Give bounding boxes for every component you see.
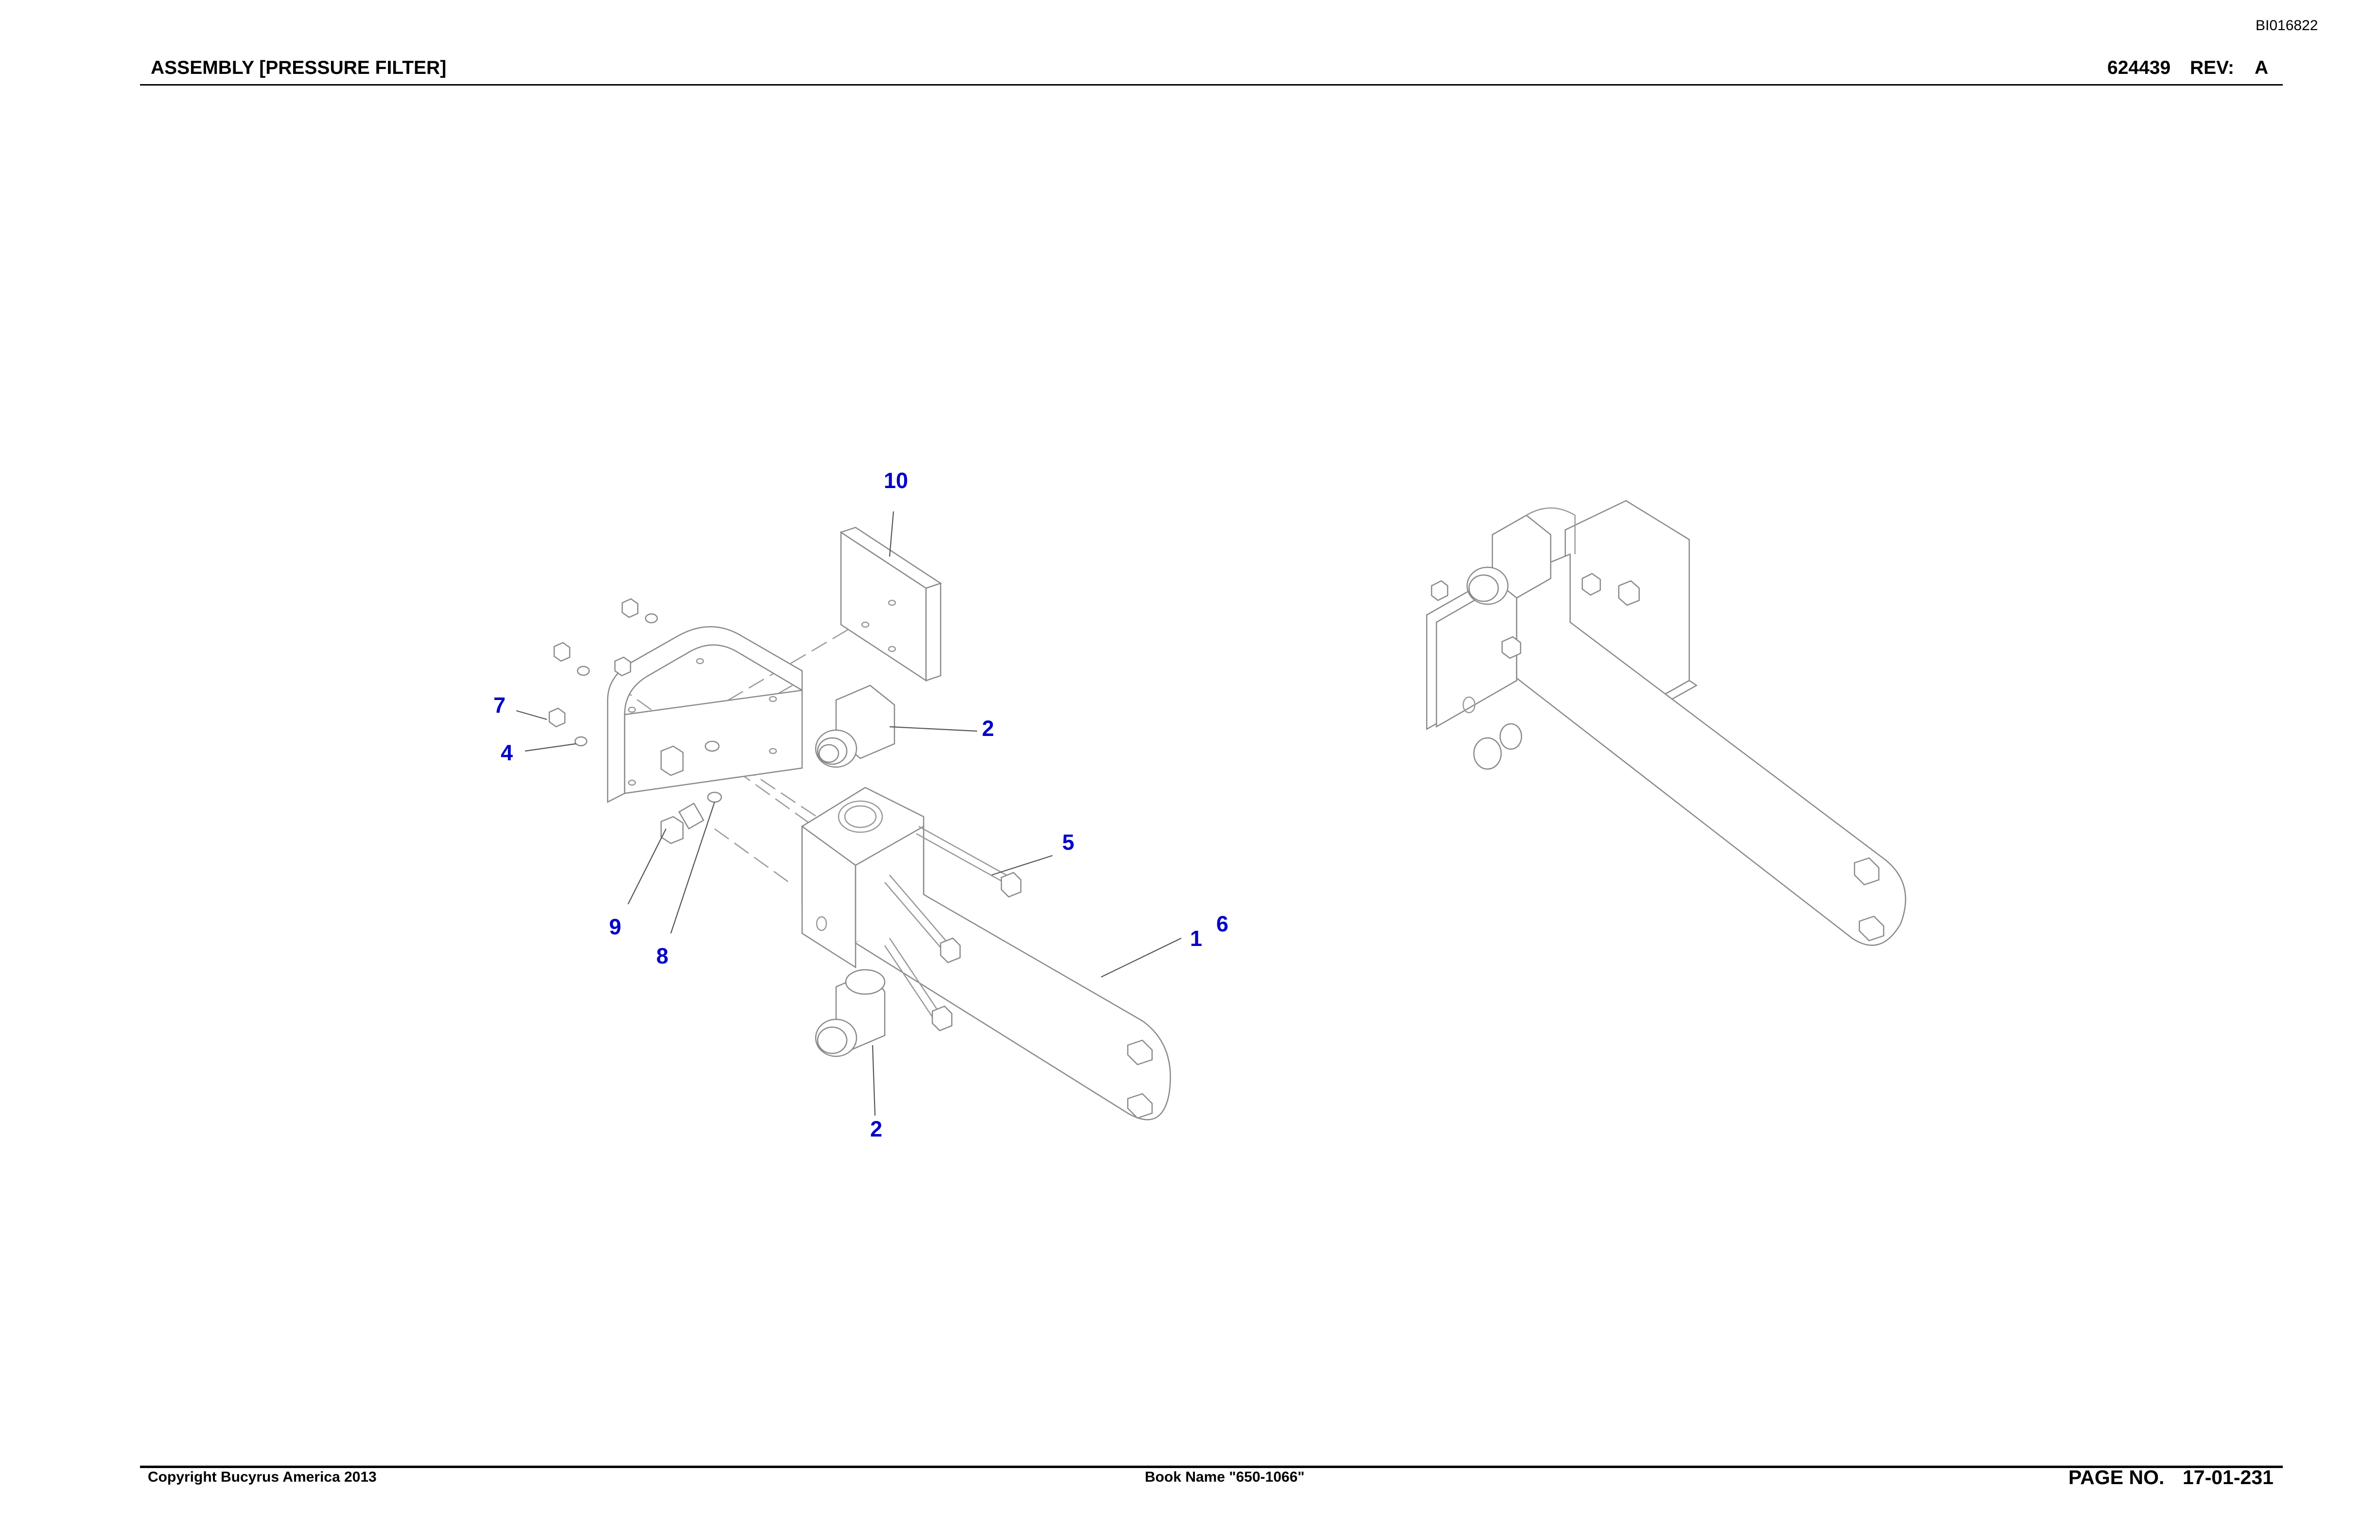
callout-7: 7 bbox=[493, 693, 506, 718]
callout-10: 10 bbox=[884, 468, 908, 493]
item-2-elbow-fitting-upper bbox=[815, 684, 895, 768]
header-rule bbox=[140, 84, 2283, 86]
leader-lines bbox=[516, 511, 1182, 1116]
revision-value: A bbox=[2255, 57, 2269, 78]
item-2-elbow-fitting-lower bbox=[815, 969, 886, 1057]
exploded-view: 10 2 7 4 5 1 6 9 8 2 bbox=[493, 468, 1228, 1141]
revision-label: REV: bbox=[2190, 57, 2235, 78]
callout-2-upper: 2 bbox=[982, 716, 994, 741]
page-number: 17-01-231 bbox=[2183, 1466, 2274, 1488]
callout-4: 4 bbox=[501, 740, 513, 765]
part-number: 624439 bbox=[2107, 57, 2171, 78]
callout-2-lower: 2 bbox=[870, 1117, 882, 1141]
document-id: BI016822 bbox=[2256, 18, 2318, 34]
book-name: Book Name "650-1066" bbox=[1145, 1469, 1305, 1485]
loose-hardware bbox=[548, 598, 722, 844]
item-5-bolts bbox=[884, 825, 1022, 1032]
callout-9: 9 bbox=[609, 914, 621, 939]
mounting-bracket bbox=[607, 626, 803, 804]
page-number-label: PAGE NO. bbox=[2068, 1466, 2165, 1488]
item-10-spacer-plate bbox=[840, 526, 942, 682]
page-title: ASSEMBLY [PRESSURE FILTER] bbox=[151, 57, 447, 78]
item-1-filter-housing bbox=[801, 787, 1171, 1120]
callout-6: 6 bbox=[1216, 911, 1228, 936]
assembled-view bbox=[1426, 500, 1907, 946]
callout-1: 1 bbox=[1190, 926, 1202, 951]
footer-rule bbox=[140, 1466, 2283, 1468]
callout-5: 5 bbox=[1062, 830, 1074, 855]
copyright: Copyright Bucyrus America 2013 bbox=[148, 1469, 377, 1485]
callout-8: 8 bbox=[656, 944, 668, 968]
